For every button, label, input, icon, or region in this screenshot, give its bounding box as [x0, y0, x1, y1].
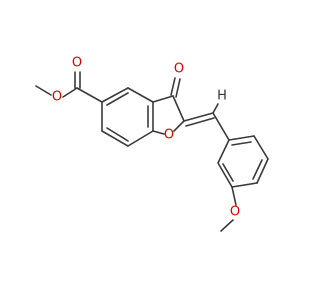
bond-ester-o-carbonyl-c: [62, 87, 78, 98]
bond-aryl-6: [217, 139, 230, 164]
bond-aryl-inner-2: [252, 159, 263, 180]
bond-exocyclic-double-1: [183, 112, 214, 122]
bond-ester-c-ring: [76, 87, 103, 103]
atom-vinyl-hydrogen: H: [217, 89, 227, 104]
bond-methyl-ester-o: [35, 85, 52, 96]
bond-aryl-inner-3: [222, 163, 234, 182]
bond-aryl-1: [228, 135, 255, 141]
bond-benzo-2: [127, 87, 154, 103]
bond-benzo-inner-1: [106, 92, 129, 106]
bond-ketone-double-1: [170, 77, 176, 96]
bond-benzo-5: [101, 130, 129, 147]
bond-exocyclic-double-2: [185, 117, 215, 127]
atom-methoxy-oxygen: O: [230, 205, 240, 220]
bond-aryl-3: [256, 158, 269, 184]
bond-aryl-4: [231, 182, 258, 188]
bond-furan-c3-c2: [172, 95, 185, 122]
bond-furan-c2-o: [173, 120, 185, 132]
atom-ester-carbonyl-oxygen: O: [72, 56, 82, 71]
atom-ketone-oxygen: O: [174, 62, 184, 77]
bond-vinyl-h: [212, 103, 219, 114]
bond-furan-o-c7a: [152, 130, 165, 135]
bond-aryl-2: [253, 135, 269, 160]
bond-aryl-5: [217, 162, 233, 188]
canvas-background: [0, 0, 300, 300]
bond-methoxy-o-methyl: [220, 219, 234, 232]
atom-ester-ether-oxygen: O: [52, 90, 62, 105]
bond-aryl-methoxy-o: [231, 186, 237, 206]
bond-layer: [35, 71, 269, 232]
bond-aryl-inner-1: [231, 141, 252, 146]
bond-furan-c3a-c3: [152, 95, 174, 103]
bond-ketone-double-2: [175, 78, 181, 98]
bond-benzo-inner-3: [106, 127, 129, 142]
bond-benzo-4: [127, 130, 154, 147]
atom-ring-oxygen: O: [164, 128, 174, 143]
bond-benzo-1: [101, 87, 129, 103]
chemical-structure-diagram: O O O O H O: [0, 0, 300, 300]
bond-vinyl-aryl: [212, 112, 230, 141]
atom-label-layer: O O O O H O: [52, 56, 240, 220]
